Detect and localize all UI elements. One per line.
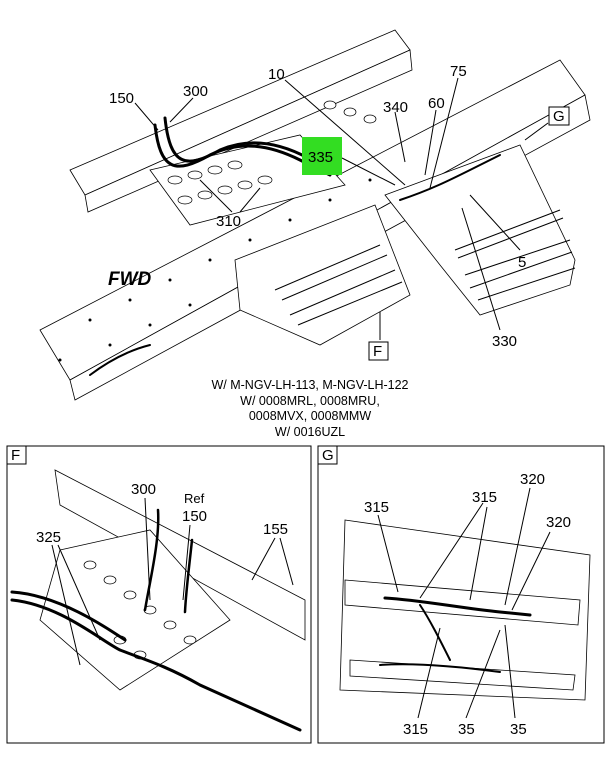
- note-line-1: W/ M-NGV-LH-113, M-NGV-LH-122: [211, 378, 409, 392]
- callout-60: 60: [428, 95, 445, 112]
- note-line-2: W/ 0008MRL, 0008MRU,: [240, 393, 380, 408]
- note-line-4: W/ 0016UZL: [274, 424, 346, 439]
- callout-10: 10: [268, 66, 285, 83]
- detail-g-leaders: [377, 487, 551, 719]
- rail-rivets: [58, 178, 372, 362]
- callout-335-highlight: [302, 137, 342, 175]
- detail-f-rail: [54, 469, 306, 641]
- detail-g-callout-35-left: 35: [458, 721, 475, 738]
- detail-f-callout-150: 150: [182, 508, 207, 525]
- detail-g-harness-branch: [419, 604, 451, 661]
- detail-f-label-box: [6, 445, 27, 465]
- detail-f-leaders: [51, 497, 294, 666]
- callout-335: 335: [308, 149, 333, 166]
- fwd-marker: FWD: [108, 269, 152, 290]
- detail-f-callout-ref: Ref: [184, 491, 205, 506]
- detail-view-f: F 300 Ref 150 155 325: [6, 445, 312, 744]
- callout-75: 75: [450, 63, 467, 80]
- callout-330: 330: [492, 333, 517, 350]
- view-box-g: [548, 106, 570, 126]
- detail-f-cable-b: [10, 590, 127, 642]
- detail-view-g: G 315 315 320 320 315 35 35: [317, 445, 605, 744]
- detail-g-callout-315-mid: 315: [472, 489, 497, 506]
- detail-g-label-box: [317, 445, 338, 465]
- detail-f-cable-a: [10, 598, 302, 732]
- harness-cable-rear: [399, 154, 501, 201]
- view-box-f-label: F: [373, 343, 382, 360]
- cross-member-holes: [167, 100, 377, 205]
- detail-g-callout-320-right: 320: [546, 514, 571, 531]
- step-treads-f: [274, 244, 403, 326]
- callout-340: 340: [383, 99, 408, 116]
- detail-f-cable-d: [183, 538, 194, 614]
- detail-f-label: F: [11, 447, 20, 464]
- detail-g-callout-315-bottom: 315: [403, 721, 428, 738]
- harness-cable-second: [163, 116, 310, 163]
- detail-f-cable-c: [143, 508, 160, 612]
- detail-g-callout-320-top: 320: [520, 471, 545, 488]
- leader-lines: [134, 77, 549, 340]
- detail-f-callout-300: 300: [131, 481, 156, 498]
- detail-g-callout-315-left: 315: [364, 499, 389, 516]
- note-line-3: 0008MVX, 0008MMW: [248, 409, 372, 423]
- view-box-g-label: G: [553, 108, 565, 125]
- applicability-note: W/ M-NGV-LH-113, M-NGV-LH-122 W/ 0008MRL…: [180, 378, 440, 440]
- main-view: FWD 150 300 10 75 340 60: [39, 29, 591, 401]
- detail-f-callout-155: 155: [263, 521, 288, 538]
- harness-cable-lower: [89, 344, 151, 376]
- callout-300: 300: [183, 83, 208, 100]
- detail-g-label: G: [322, 447, 334, 464]
- view-box-f: [368, 341, 389, 361]
- callout-5: 5: [518, 254, 526, 271]
- detail-f-callout-325: 325: [36, 529, 61, 546]
- step-bracket-f: [234, 204, 411, 346]
- detail-g-lower-bar: [349, 659, 576, 691]
- callout-310: 310: [216, 213, 241, 230]
- detail-g-callout-35-right: 35: [510, 721, 527, 738]
- callout-150: 150: [109, 90, 134, 107]
- detail-g-harness-loop: [379, 663, 501, 673]
- detail-g-harness: [383, 596, 532, 617]
